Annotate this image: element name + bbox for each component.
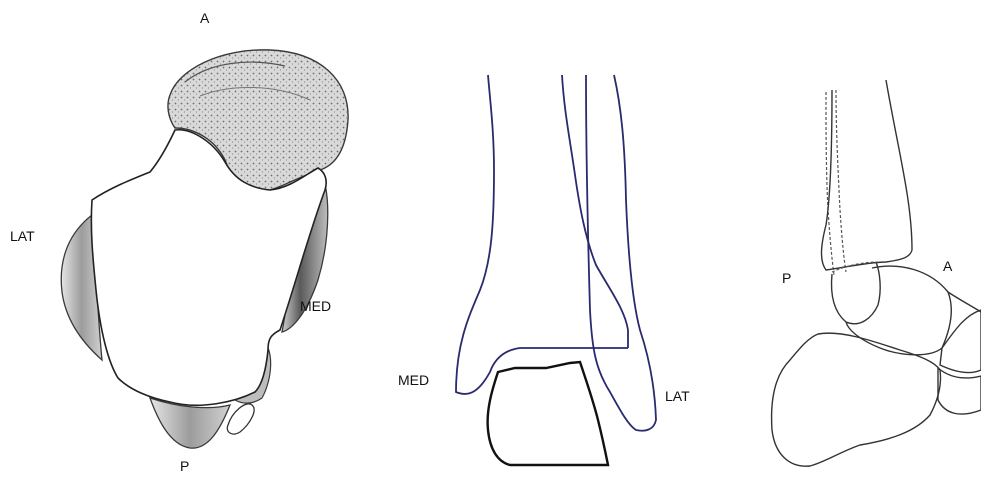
talus-lateral-outline (846, 266, 951, 355)
tibia-outline (456, 75, 628, 394)
calcaneus-outline (772, 333, 941, 466)
left-label-lateral: LAT (10, 228, 35, 244)
tibia-lateral-outline (822, 80, 913, 270)
posterior-ossicle (227, 404, 254, 434)
left-label-posterior: P (180, 458, 189, 474)
middle-label-medial: MED (398, 372, 429, 388)
mortise-view-drawing (456, 75, 656, 465)
left-label-anterior: A (200, 10, 209, 26)
cuboid-outline (938, 368, 981, 414)
right-label-anterior: A (943, 258, 952, 274)
talus-outline (488, 362, 608, 465)
left-label-medial: MED (300, 298, 331, 314)
right-label-posterior: P (782, 270, 791, 286)
middle-label-lateral: LAT (665, 388, 690, 404)
fibula-outline (586, 75, 656, 431)
navicular-outline (940, 310, 981, 372)
